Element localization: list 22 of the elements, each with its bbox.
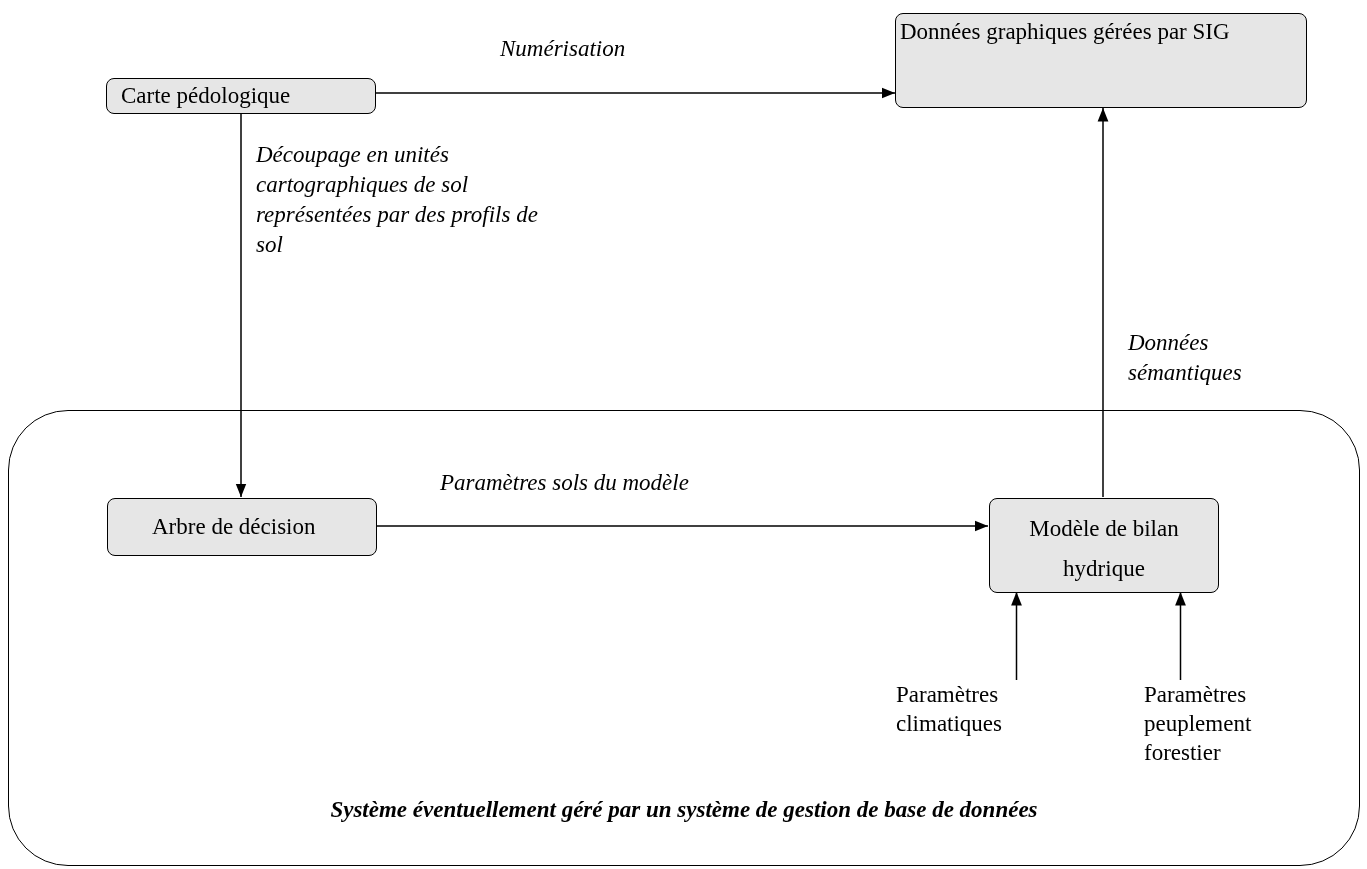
arrow — [375, 520, 989, 532]
arrow — [1097, 107, 1109, 498]
system-boundary — [8, 410, 1360, 866]
edge-label: Découpage en unités cartographiques de sol représentées par des profils de sol — [256, 141, 539, 259]
arrow — [375, 87, 896, 99]
process-box — [106, 78, 376, 114]
input-label: Paramètres peuplement forestier — [1144, 681, 1253, 767]
arrow — [1011, 591, 1022, 681]
box-label: Modèle de bilan hydrique — [1028, 515, 1180, 584]
edge-label: Paramètres sols du modèle — [440, 469, 690, 497]
arrow — [235, 113, 247, 498]
process-box — [895, 13, 1307, 108]
box-label: Arbre de décision — [152, 513, 317, 541]
process-box — [989, 498, 1219, 593]
arrow — [1175, 591, 1186, 681]
process-box — [107, 498, 377, 556]
edge-label: Données sémantiques — [1128, 329, 1243, 387]
input-label: Paramètres climatiques — [896, 681, 1004, 738]
boundary-title: Système éventuellement géré par un système de gestion de base de données — [330, 796, 1038, 824]
box-label: Données graphiques gérées par SIG — [900, 18, 1231, 46]
edge-label: Numérisation — [500, 35, 627, 63]
box-label: Carte pédologique — [121, 82, 292, 110]
